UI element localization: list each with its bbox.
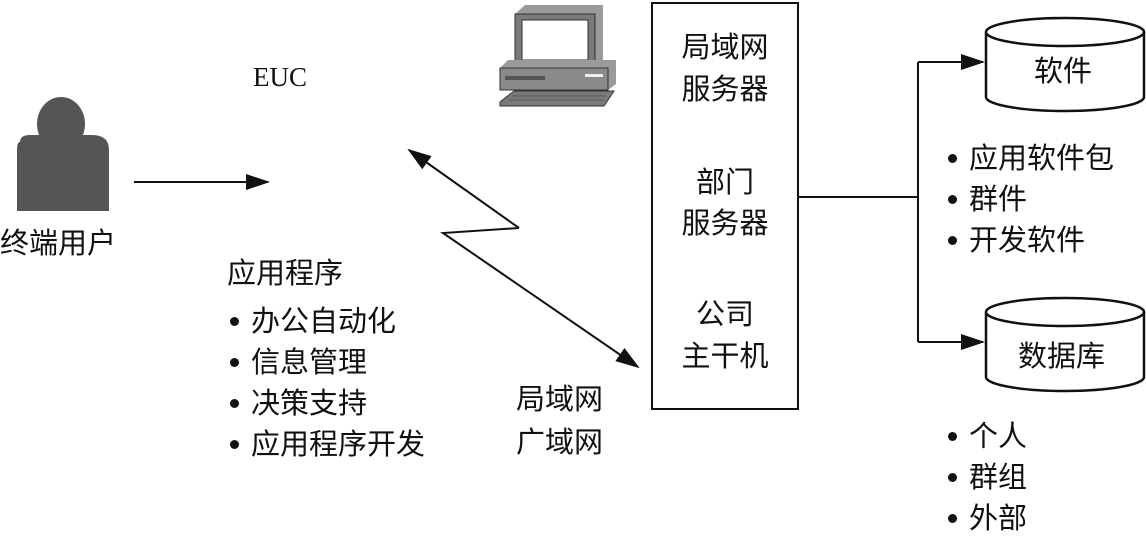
connector-lines	[799, 54, 985, 350]
software-label: 软件	[1034, 54, 1093, 88]
network-link-icon	[407, 148, 640, 369]
bullet-icon	[948, 195, 957, 204]
list-item: 外部	[948, 498, 1027, 539]
software-list: 应用软件包 群件 开发软件	[948, 138, 1114, 261]
bullet-icon	[948, 236, 957, 245]
bullet-icon	[948, 154, 957, 163]
bullet-icon	[230, 440, 239, 449]
list-item: 个人	[948, 416, 1027, 457]
desktop-computer-icon	[499, 5, 616, 107]
network-wan-label: 广域网	[516, 425, 604, 459]
database-cylinder-icon	[984, 296, 1146, 393]
dept-server-line1: 部门	[695, 165, 754, 199]
mainframe-line2: 主干机	[681, 339, 769, 373]
software-cylinder-icon	[984, 16, 1146, 113]
database-label: 数据库	[1018, 339, 1106, 373]
bullet-icon	[230, 399, 239, 408]
list-item: 开发软件	[948, 220, 1114, 261]
list-item: 办公自动化	[230, 301, 425, 342]
network-lan-label: 局域网	[516, 382, 604, 416]
list-item: 决策支持	[230, 383, 425, 424]
euc-label: EUC	[253, 62, 307, 92]
server-box	[651, 2, 799, 410]
mainframe-line1: 公司	[695, 297, 754, 331]
person-icon	[17, 97, 109, 211]
lan-server-line2: 服务器	[681, 72, 769, 106]
bullet-icon	[230, 358, 239, 367]
applications-title: 应用程序	[227, 256, 344, 290]
dept-server-line2: 服务器	[681, 206, 769, 240]
bullet-icon	[948, 432, 957, 441]
list-item: 信息管理	[230, 342, 425, 383]
applications-list: 办公自动化 信息管理 决策支持 应用程序开发	[230, 301, 425, 465]
list-item: 应用软件包	[948, 138, 1114, 179]
lan-server-line1: 局域网	[681, 30, 769, 64]
end-user-label: 终端用户	[0, 226, 117, 260]
list-item: 群组	[948, 457, 1027, 498]
list-item: 群件	[948, 179, 1114, 220]
bullet-icon	[230, 317, 239, 326]
bullet-icon	[948, 514, 957, 523]
database-list: 个人 群组 外部	[948, 416, 1027, 539]
list-item: 应用程序开发	[230, 424, 425, 465]
bullet-icon	[948, 473, 957, 482]
